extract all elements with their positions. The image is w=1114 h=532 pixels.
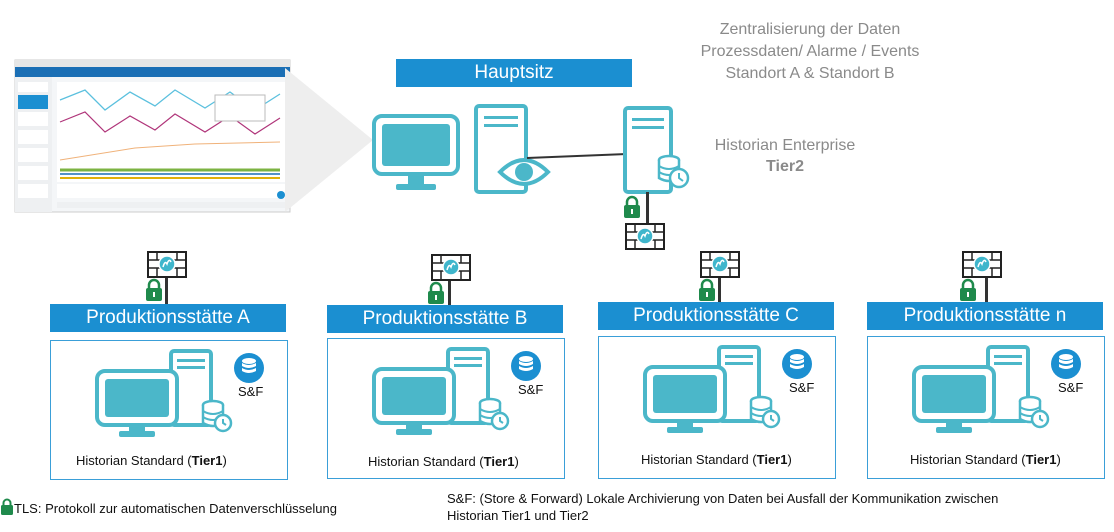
site-a-connector — [165, 276, 168, 304]
site-n-label-prefix: Historian Standard ( — [910, 452, 1026, 467]
hq-banner: Hauptsitz — [396, 59, 632, 87]
enterprise-name: Historian Enterprise — [714, 137, 856, 154]
site-n-box: S&F Historian Standard (Tier1) — [867, 336, 1105, 479]
site-c-equipment — [643, 345, 812, 433]
site-n-label-tier: Tier1 — [1025, 452, 1057, 467]
site-n-sf: S&F — [1058, 380, 1084, 395]
firewall-icon — [625, 223, 665, 255]
site-a-box: S&F Historian Standard (Tier1) — [50, 340, 288, 480]
site-b-label-tier: Tier1 — [483, 454, 515, 469]
site-b-banner: Produktionsstätte B — [327, 305, 563, 333]
site-a-sf: S&F — [238, 384, 264, 399]
firewall-icon — [431, 254, 471, 286]
enterprise-tier: Tier2 — [766, 158, 804, 175]
site-b-box: S&F Historian Standard (Tier1) — [327, 338, 565, 479]
site-a-banner: Produktionsstätte A — [50, 304, 286, 332]
firewall-icon — [147, 251, 187, 283]
site-b-label: Historian Standard (Tier1) — [368, 454, 519, 469]
site-n-connector — [985, 276, 988, 303]
site-c-connector — [718, 276, 721, 303]
lock-icon — [0, 498, 14, 521]
sf-note: S&F: (Store & Forward) Lokale Archivieru… — [447, 490, 998, 524]
lock-icon — [697, 278, 717, 307]
site-n-label: Historian Standard (Tier1) — [910, 452, 1061, 467]
info-line-2: Prozessdaten/ Alarme / Events — [700, 43, 920, 60]
sf-note-line-2: Historian Tier1 und Tier2 — [447, 508, 589, 523]
lock-icon — [958, 278, 978, 307]
firewall-icon — [700, 251, 740, 283]
site-c-label-tier: Tier1 — [756, 452, 788, 467]
server-eye-icon — [474, 104, 554, 201]
lock-icon — [622, 195, 642, 224]
hq-connector-line — [646, 192, 649, 226]
monitor-icon — [372, 114, 462, 199]
site-a-label-prefix: Historian Standard ( — [76, 453, 192, 468]
site-c-label-prefix: Historian Standard ( — [641, 452, 757, 467]
info-line-1: Zentralisierung der Daten — [719, 21, 901, 38]
site-n-label-suffix: ) — [1056, 452, 1061, 467]
lock-icon — [144, 278, 164, 307]
firewall-icon — [962, 251, 1002, 283]
dashboard-screenshot — [14, 59, 291, 213]
site-a-equipment — [95, 349, 264, 437]
site-c-label: Historian Standard (Tier1) — [641, 452, 792, 467]
site-a-label-suffix: ) — [222, 453, 227, 468]
dashboard-image — [14, 59, 291, 213]
site-b-label-prefix: Historian Standard ( — [368, 454, 484, 469]
site-b-equipment — [372, 347, 541, 435]
site-n-banner: Produktionsstätte n — [867, 302, 1103, 330]
lock-icon — [426, 281, 446, 310]
site-a-label-tier: Tier1 — [191, 453, 223, 468]
tls-note: TLS: Protokoll zur automatischen Datenve… — [14, 501, 337, 516]
site-a-label: Historian Standard (Tier1) — [76, 453, 227, 468]
site-b-connector — [448, 279, 451, 305]
site-n-equipment — [912, 345, 1081, 433]
site-b-sf: S&F — [518, 382, 544, 397]
site-c-sf: S&F — [789, 380, 815, 395]
site-b-label-suffix: ) — [514, 454, 519, 469]
enterprise-label: Historian Enterprise Tier2 — [700, 135, 870, 177]
network-link-hq — [526, 146, 628, 159]
site-c-label-suffix: ) — [787, 452, 792, 467]
site-c-box: S&F Historian Standard (Tier1) — [598, 336, 836, 479]
info-line-3: Standort A & Standort B — [725, 65, 895, 82]
sf-note-line-1: S&F: (Store & Forward) Lokale Archivieru… — [447, 491, 999, 506]
database-server-icon — [623, 106, 693, 201]
site-c-banner: Produktionsstätte C — [598, 302, 834, 330]
info-text: Zentralisierung der Daten Prozessdaten/ … — [670, 19, 950, 85]
zoom-callout — [285, 60, 380, 215]
